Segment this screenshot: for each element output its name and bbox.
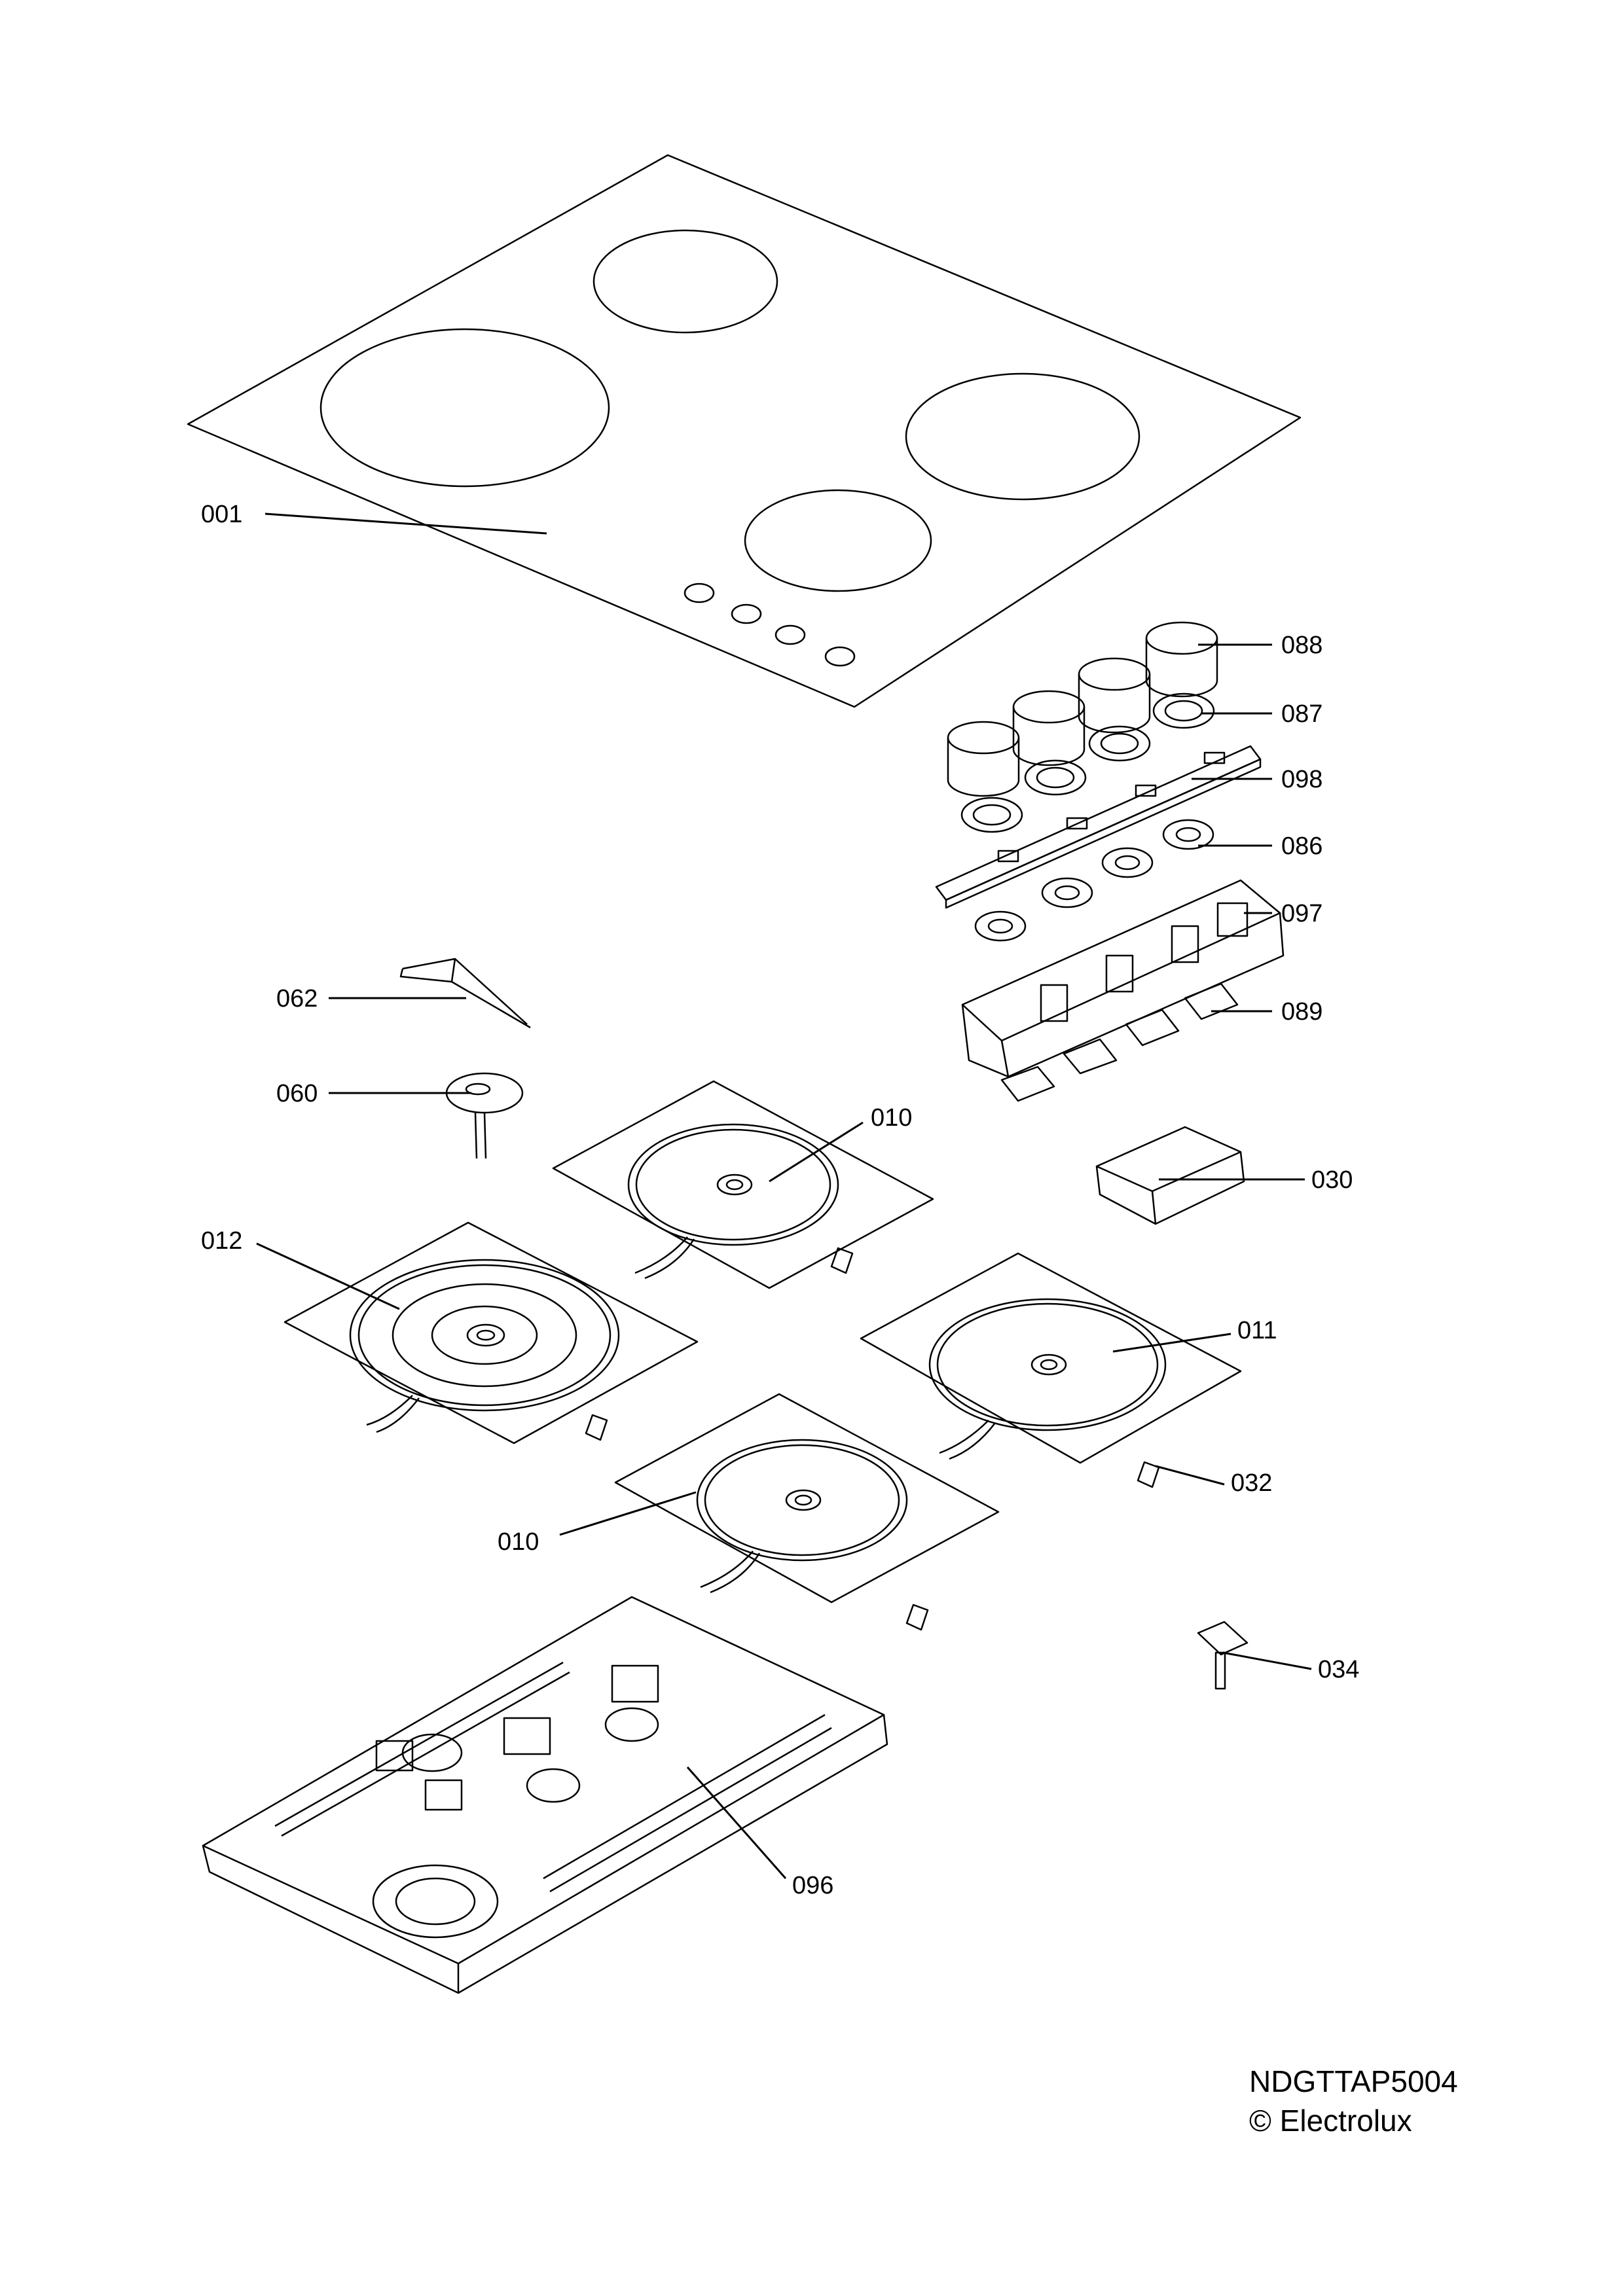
knob-seals xyxy=(976,820,1213,941)
energy-regulators xyxy=(1002,984,1237,1101)
induction-coil-large xyxy=(285,1223,697,1443)
label-030: 030 xyxy=(1311,1166,1353,1194)
control-panel-strip xyxy=(936,746,1260,908)
label-088: 088 xyxy=(1281,632,1322,659)
induction-coil-right xyxy=(861,1253,1241,1487)
label-001: 001 xyxy=(201,501,242,528)
control-knobs xyxy=(948,622,1217,796)
glass-ceramic-top xyxy=(188,155,1300,707)
part-labels: 001 088 087 098 086 097 089 062 060 010 … xyxy=(201,501,1359,1899)
induction-coil-rear xyxy=(553,1081,933,1288)
label-060: 060 xyxy=(276,1080,318,1107)
label-034: 034 xyxy=(1318,1656,1359,1683)
label-012: 012 xyxy=(201,1227,242,1255)
label-011: 011 xyxy=(1237,1317,1277,1344)
label-062: 062 xyxy=(276,985,318,1013)
label-098: 098 xyxy=(1281,766,1322,793)
label-010-rear: 010 xyxy=(871,1104,912,1132)
label-089: 089 xyxy=(1281,998,1322,1026)
induction-coil-front xyxy=(615,1394,998,1630)
fixing-clip xyxy=(1198,1622,1247,1689)
label-086: 086 xyxy=(1281,833,1322,860)
label-032: 032 xyxy=(1231,1469,1272,1497)
leader-lines xyxy=(257,514,1311,1878)
copyright: © Electrolux xyxy=(1249,2104,1412,2138)
label-097: 097 xyxy=(1281,900,1322,927)
knob-support-bracket xyxy=(962,880,1283,1077)
label-010-front: 010 xyxy=(498,1528,539,1556)
temperature-sensor xyxy=(447,1073,522,1158)
knob-rings xyxy=(962,694,1214,832)
model-code: NDGTTAP5004 xyxy=(1249,2064,1458,2098)
label-096: 096 xyxy=(792,1872,833,1899)
interference-filter-box xyxy=(1097,1127,1244,1224)
label-087: 087 xyxy=(1281,700,1322,728)
electronics-base-unit xyxy=(203,1597,887,1993)
sensor-clip xyxy=(401,959,530,1028)
footer: NDGTTAP5004 © Electrolux xyxy=(1249,2062,1458,2140)
